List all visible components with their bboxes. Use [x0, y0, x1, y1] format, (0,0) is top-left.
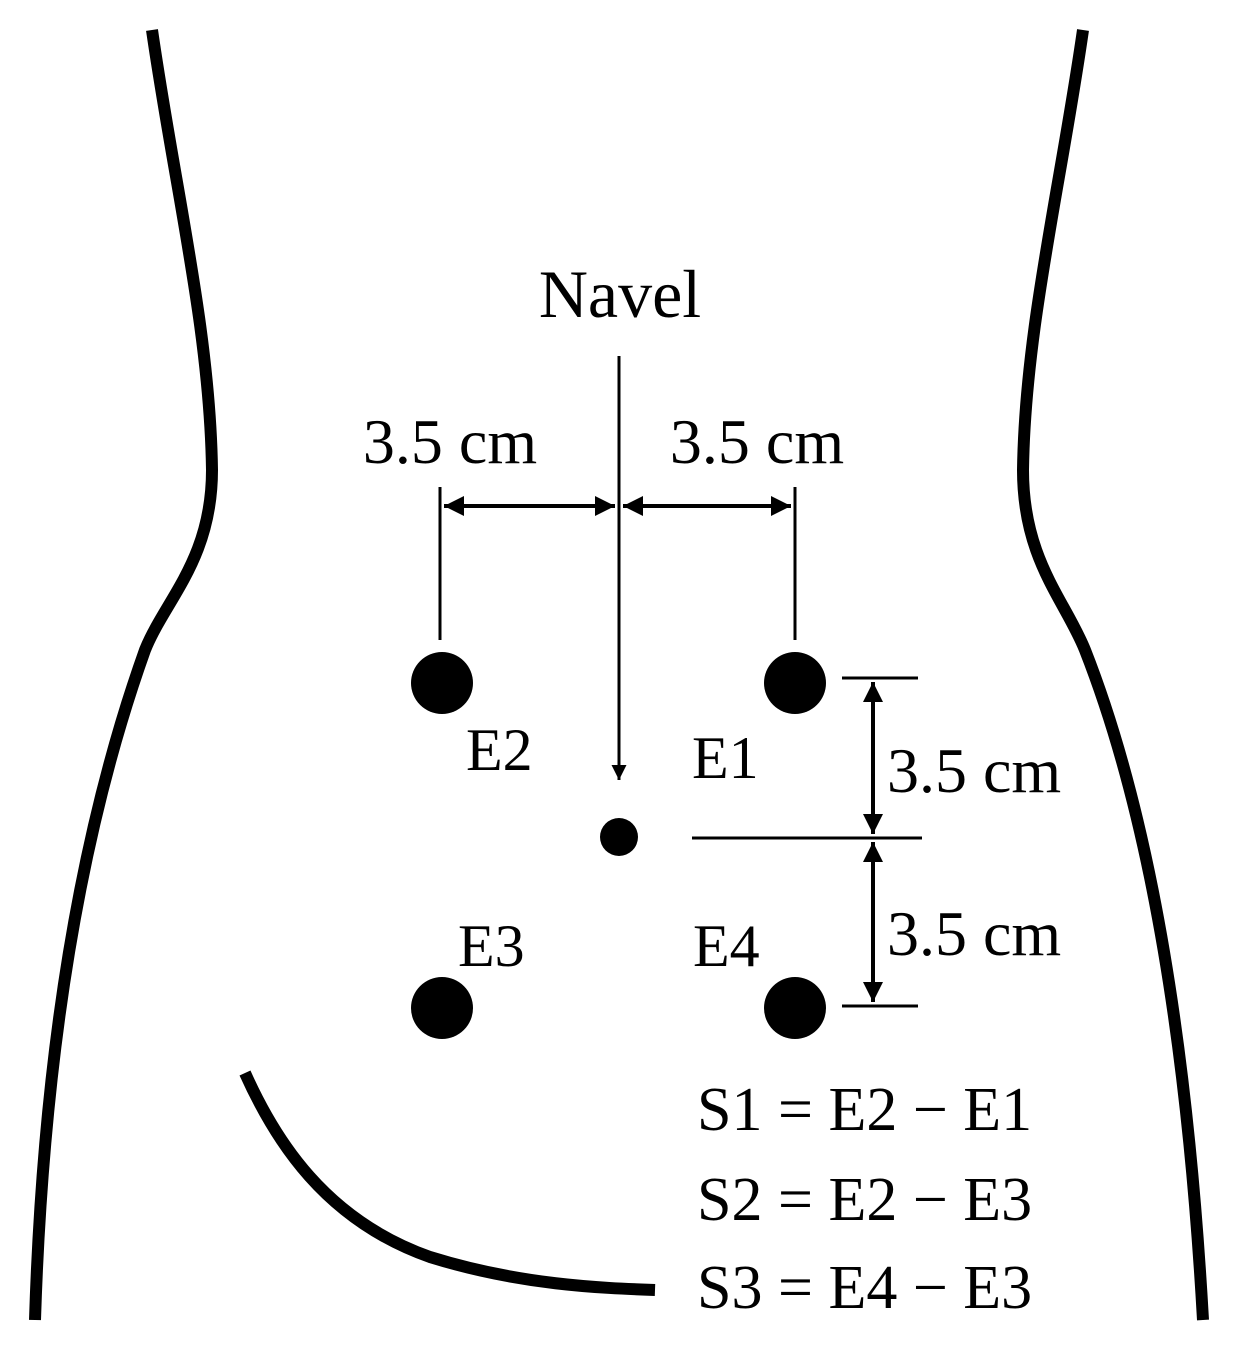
navel-label: Navel	[539, 256, 701, 332]
electrode-e1-label: E1	[692, 725, 759, 791]
torso-right-outline	[1016, 29, 1209, 1321]
torso-left-outline	[29, 29, 219, 1321]
upper-distance-label: 3.5 cm	[887, 735, 1061, 806]
signal-s3-definition: S3 = E4 − E3	[697, 1254, 1032, 1322]
lower-distance-label: 3.5 cm	[887, 898, 1061, 969]
electrode-e4-label: E4	[693, 913, 760, 979]
electrode-e1	[764, 652, 826, 714]
left-distance-label: 3.5 cm	[363, 406, 537, 477]
electrode-e4	[764, 977, 826, 1039]
electrode-e2	[411, 652, 473, 714]
electrode-e2-label: E2	[466, 717, 533, 783]
signal-s1-definition: S1 = E2 − E1	[697, 1076, 1032, 1144]
electrode-e3	[411, 977, 473, 1039]
electrode-e3-label: E3	[458, 913, 525, 979]
right-distance-label: 3.5 cm	[670, 406, 844, 477]
navel-point	[600, 818, 638, 856]
groin-curve	[239, 1070, 656, 1296]
signal-s2-definition: S2 = E2 − E3	[697, 1166, 1032, 1234]
